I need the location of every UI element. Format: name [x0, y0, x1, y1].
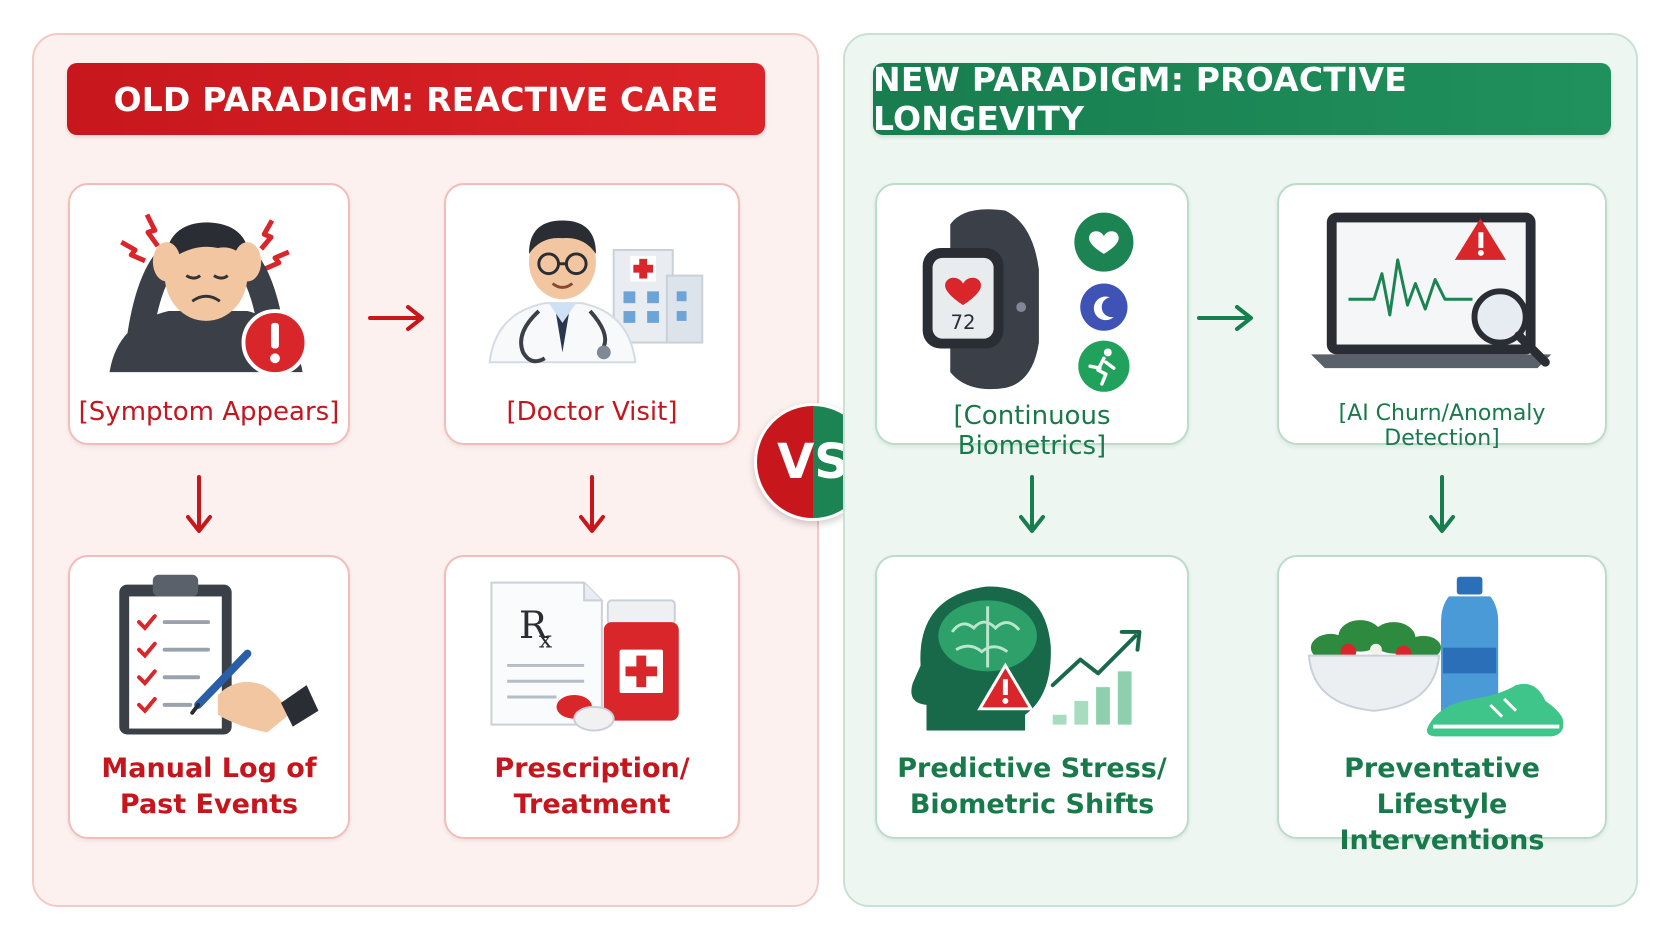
- arrow-down-icon: [1019, 475, 1045, 533]
- new-paradigm-panel: NEW PARADIGM: PROACTIVE LONGEVITY 72 [Co…: [843, 33, 1638, 907]
- card-manual-log: Manual Log of Past Events: [68, 555, 350, 839]
- old-paradigm-panel: OLD PARADIGM: REACTIVE CARE: [32, 33, 819, 907]
- svg-text:x: x: [539, 626, 553, 654]
- card-label: [Symptom Appears]: [78, 397, 340, 427]
- arrow-right-icon: [368, 305, 424, 331]
- arrow-right-icon: [1197, 305, 1253, 331]
- doctor-hospital-icon: [488, 220, 704, 364]
- watch-reading: 72: [951, 311, 976, 334]
- card-prescription: R x Prescription/ Treatment: [444, 555, 740, 839]
- card-label: [Doctor Visit]: [506, 397, 678, 427]
- card-label: Manual Log of Past Events: [101, 753, 317, 820]
- card-label: Preventative Lifestyle Interventions: [1339, 753, 1545, 856]
- arrow-down-icon: [186, 475, 212, 533]
- brain-alert-icon: [911, 586, 1142, 731]
- card-ai-anomaly-detection: [AI Churn/Anomaly Detection]: [1277, 183, 1607, 451]
- laptop-anomaly-icon: [1311, 212, 1552, 369]
- card-label: Predictive Stress/ Biometric Shifts: [897, 753, 1167, 820]
- card-label: Prescription/ Treatment: [494, 753, 690, 820]
- card-doctor-visit: [Doctor Visit]: [444, 183, 740, 445]
- smartwatch-icon: 72: [922, 209, 1134, 392]
- svg-text:R: R: [519, 603, 549, 647]
- arrow-down-icon: [1429, 475, 1455, 533]
- new-paradigm-title: NEW PARADIGM: PROACTIVE LONGEVITY: [873, 60, 1611, 138]
- arrow-down-icon: [579, 475, 605, 533]
- card-label: [AI Churn/Anomaly Detection]: [1338, 401, 1546, 451]
- healthy-lifestyle-icon: [1307, 576, 1564, 737]
- card-symptom-appears: [Symptom Appears]: [68, 183, 350, 445]
- clipboard-checklist-icon: [119, 574, 319, 735]
- card-label: [Continuous Biometrics]: [953, 401, 1111, 461]
- card-predictive-stress: Predictive Stress/ Biometric Shifts: [875, 555, 1189, 839]
- card-continuous-biometrics: 72 [Continuous Biometrics]: [875, 183, 1189, 461]
- card-preventative-lifestyle: Preventative Lifestyle Interventions: [1277, 555, 1607, 856]
- stressed-person-icon: [109, 213, 309, 377]
- old-paradigm-title: OLD PARADIGM: REACTIVE CARE: [67, 63, 765, 135]
- prescription-pills-icon: R x: [490, 581, 679, 732]
